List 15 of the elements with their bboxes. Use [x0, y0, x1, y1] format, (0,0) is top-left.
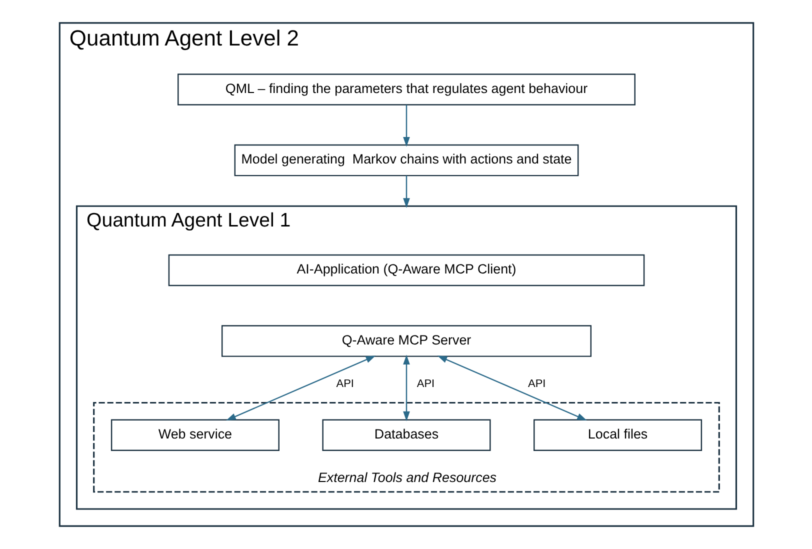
edge-label: API — [416, 378, 434, 390]
arrow — [402, 176, 410, 208]
node-box: AI-Application (Q-Aware MCP Client) — [168, 254, 644, 286]
edge-label: API — [528, 378, 546, 390]
node-box: Local files — [533, 419, 702, 451]
arrow — [226, 356, 376, 420]
arrow — [436, 356, 586, 420]
node-box: Model generating Markov chains with actions and state — [234, 144, 578, 176]
arrow — [402, 104, 410, 147]
node-box: Databases — [322, 419, 490, 451]
node-box: QML – finding the parameters that regulates agent behaviour — [177, 74, 635, 106]
node-box: Web service — [110, 419, 279, 451]
arrow — [402, 354, 410, 422]
edge-label: API — [336, 378, 354, 390]
node-box: Q-Aware MCP Server — [220, 325, 592, 357]
